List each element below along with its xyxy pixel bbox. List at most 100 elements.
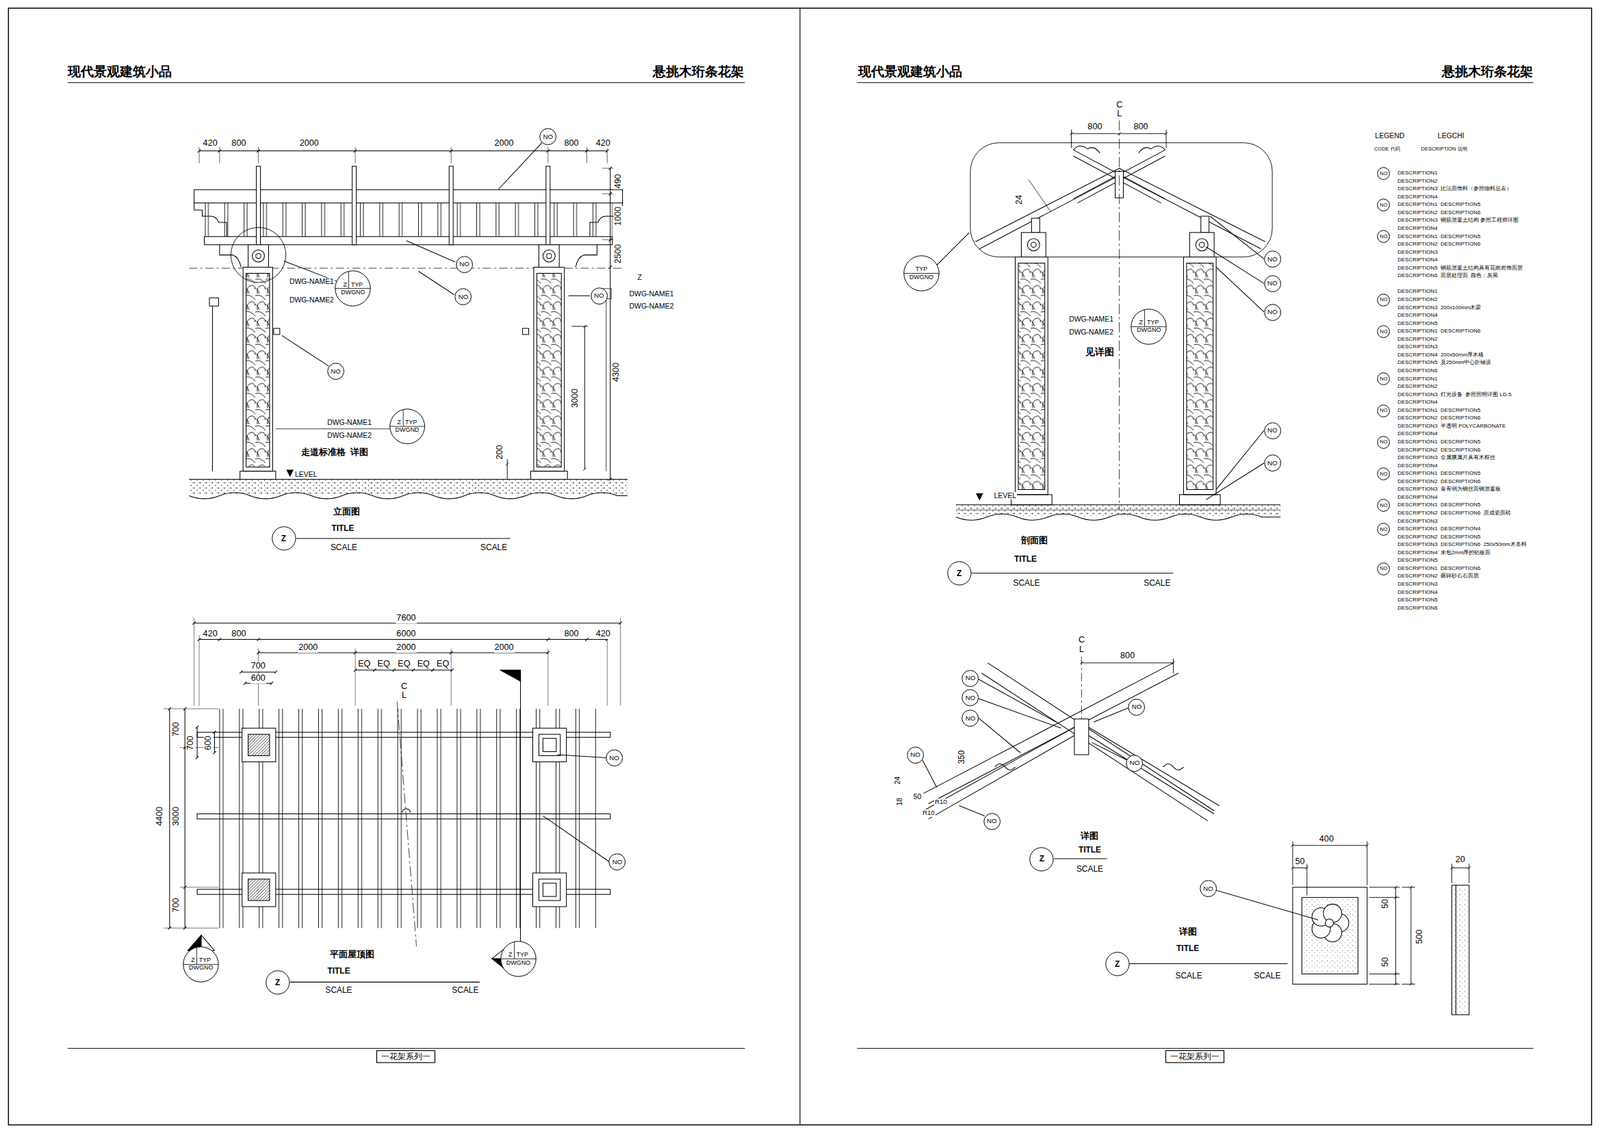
annotation-text: 50 (912, 793, 923, 801)
legend-code: NO (1376, 404, 1390, 418)
drawing-line (922, 759, 937, 787)
drawing-line (188, 492, 628, 499)
node-label: NO (1267, 308, 1278, 316)
annotation-text: C (1077, 635, 1086, 646)
legend-description: DESCRIPTION3 (1396, 344, 1438, 351)
callout-number: NO (906, 746, 924, 764)
node-label: NO (1379, 565, 1388, 572)
annotation-text: 420 (595, 138, 612, 149)
callout-number: NO (539, 127, 557, 146)
node-label: 一花架系列一 (381, 1052, 431, 1062)
annotation-text: 见详图 (1084, 346, 1115, 358)
node-label: Z (1139, 319, 1143, 326)
annotation-text: DWG-NAME2 (288, 296, 335, 304)
drawing-line (1216, 890, 1319, 920)
drawing-line (520, 673, 521, 944)
drawing-line (1199, 242, 1205, 248)
node-outline (1130, 308, 1167, 345)
legend-description: DESCRIPTION3 钢筋混凝土结构 参照工程师详图 (1396, 217, 1520, 224)
drawing-line (589, 203, 623, 237)
drawing-line (976, 493, 983, 500)
legend-description: DESCRIPTION2 DESCRIPTION6 (1396, 479, 1481, 486)
section-symbol: ZTYPDWGND (389, 408, 425, 445)
drawing-line (1325, 919, 1334, 928)
drawing-line (934, 232, 970, 268)
drawing-line (448, 166, 454, 245)
legend-description: DESCRIPTION1 DESCRIPTION5 (1396, 470, 1481, 477)
drawing-line (255, 253, 261, 258)
node-label: NO (1379, 407, 1388, 414)
annotation-text: 走道标准格 详图 (300, 448, 369, 458)
legend-description: DESCRIPTION2 碾碎砂石石面层 (1396, 573, 1480, 580)
legend-description: DESCRIPTION2 DESCRIPTION6 (1396, 415, 1481, 422)
legend-description: DESCRIPTION5 (1396, 320, 1438, 328)
drawing-line (286, 470, 293, 477)
drawing-line (396, 701, 417, 947)
drawing-line (1069, 129, 1168, 148)
legend-description: DESCRIPTION3 (1396, 249, 1438, 256)
node-label: DWGNO (188, 964, 213, 972)
title-symbol: Z (1029, 847, 1054, 872)
node-label: NO (609, 754, 620, 762)
callout-number: NO (608, 853, 626, 871)
node-label: NO (542, 133, 553, 141)
title-symbol: Z (1105, 951, 1130, 977)
drawing-line (163, 708, 219, 928)
drawing-line (995, 763, 1184, 770)
drawing-line (194, 203, 228, 237)
callout-number: NO (983, 813, 1001, 831)
callout-number: NO (1199, 880, 1217, 898)
annotation-text: EQ (416, 659, 431, 670)
node-label: NO (965, 694, 976, 702)
drawing-line (536, 273, 562, 467)
drawing-line (1195, 238, 1208, 252)
node-label: NO (458, 293, 469, 301)
legend-code: NO (1376, 325, 1390, 339)
node-label: NO (1379, 526, 1388, 533)
legend-description: DESCRIPTION3 比法面饰料（参照物料总表） (1396, 186, 1513, 193)
annotation-text: 悬挑木珩条花架 (652, 64, 745, 79)
dimension-text: 50 (1381, 956, 1391, 968)
drawing-line (533, 267, 565, 472)
annotation-text: LEGCHI (1437, 132, 1466, 140)
annotation-text: 420 (202, 629, 219, 640)
drawing-line (67, 82, 1534, 1050)
node-label: NO (1379, 376, 1388, 382)
node-label: Z (1114, 960, 1120, 970)
dimension-text: 3000 (171, 806, 182, 827)
node-label: NO (1379, 297, 1388, 303)
node-label: Z (342, 281, 347, 289)
legend-description: DESCRIPTION3 灯光设备 参照照明详图 LD-5 (1396, 392, 1512, 399)
annotation-text: 400 (1318, 834, 1335, 845)
drawing-line (248, 879, 270, 901)
drawing-line (568, 295, 590, 297)
title-symbol: Z (265, 970, 291, 996)
drawing-line (281, 335, 330, 367)
legend-description: DESCRIPTION1 DESCRIPTION5 (1396, 502, 1481, 509)
annotation-text: 2000 (494, 138, 515, 149)
drawing-line (532, 873, 566, 907)
annotation-text: LEVEL (992, 492, 1017, 500)
legend-description: DESCRIPTION1 DESCRIPTION5 (1396, 234, 1481, 241)
callout-number: NO (455, 255, 473, 274)
annotation-text: SCALE (1012, 578, 1041, 588)
annotation-text: DWG-NAME2 (628, 302, 675, 311)
legend-description: DESCRIPTION2 DESCRIPTION6 (1396, 210, 1481, 217)
node-label: DWGNO (340, 289, 365, 296)
annotation-text: SCALE (479, 543, 508, 553)
annotation-text: TITLE (326, 966, 351, 976)
node-label: NO (1203, 885, 1214, 893)
drawing-line (542, 738, 556, 752)
legend-description: DESCRIPTION3 (1396, 518, 1438, 525)
drawing-line (956, 509, 1281, 511)
node-label: NO (986, 817, 998, 825)
annotation-text: DESCRIPTION 说明 (1420, 146, 1468, 152)
title-symbol: Z (271, 526, 297, 551)
drawing-line (530, 471, 568, 480)
section-symbol: ZTYPDWGNO (1130, 308, 1167, 345)
annotation-text: TITLE (1175, 944, 1200, 954)
dimension-text: 1000 (613, 205, 624, 227)
legend-description: DESCRIPTION2 (1396, 178, 1438, 185)
legend-description: DESCRIPTION6 面层处理面 颜色：灰黑 (1396, 273, 1499, 280)
